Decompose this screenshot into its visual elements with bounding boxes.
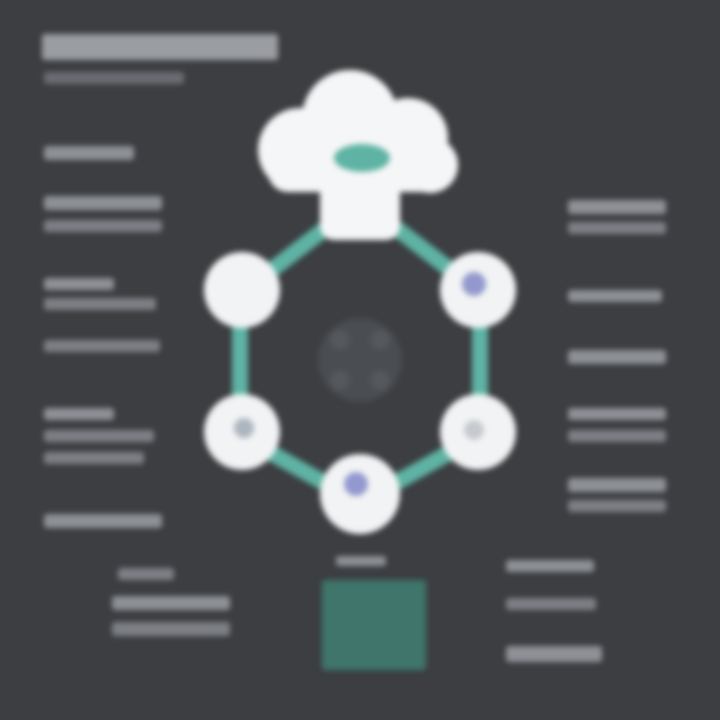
- node-bottom: [320, 454, 400, 534]
- title-placeholder: [42, 34, 278, 60]
- right-label-3: [568, 290, 662, 302]
- bottom-right-label-1: [506, 560, 594, 572]
- node-right-upper: [440, 252, 516, 328]
- right-label-5: [568, 408, 666, 420]
- left-label-2: [44, 196, 162, 210]
- node-right-lower: [440, 394, 516, 470]
- node-left-upper: [204, 252, 280, 328]
- left-label-8: [44, 430, 154, 442]
- left-label-4: [44, 278, 114, 290]
- subtitle-placeholder: [44, 72, 184, 84]
- node-left-lower: [204, 394, 280, 470]
- right-label-6: [568, 430, 666, 442]
- right-label-2: [568, 222, 666, 234]
- bottom-left-label-1: [118, 568, 174, 580]
- right-label-1: [568, 200, 666, 214]
- bottom-center-label-1: [336, 556, 386, 566]
- bottom-left-label-3: [112, 622, 230, 636]
- right-label-8: [568, 500, 666, 512]
- bottom-right-label-3: [506, 646, 602, 662]
- network-hub-icon: [318, 318, 402, 402]
- bottom-right-label-2: [506, 598, 596, 610]
- bottom-left-label-2: [112, 596, 230, 610]
- right-label-7: [568, 478, 666, 492]
- left-label-3: [44, 220, 162, 232]
- left-label-7: [44, 408, 114, 420]
- left-label-9: [44, 452, 144, 464]
- left-label-6: [44, 340, 160, 352]
- left-label-1: [44, 146, 134, 160]
- left-label-10: [44, 514, 162, 528]
- bottom-center-accent: [322, 580, 426, 670]
- cloud-icon: [258, 70, 458, 240]
- right-label-4: [568, 350, 666, 364]
- left-label-5: [44, 298, 156, 310]
